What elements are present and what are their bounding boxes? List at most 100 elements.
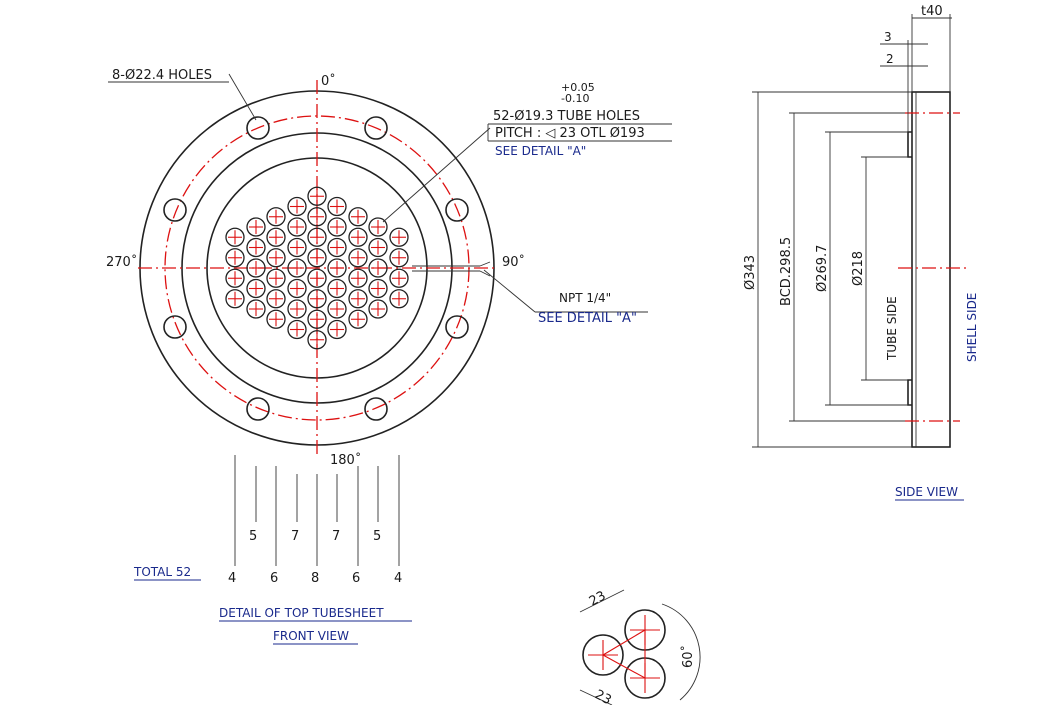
npt-leader bbox=[483, 269, 536, 313]
tube-hole bbox=[368, 217, 388, 237]
tube-hole bbox=[348, 227, 368, 247]
shoulder-step bbox=[907, 379, 912, 406]
tube-hole bbox=[307, 309, 327, 329]
tube-hole bbox=[287, 196, 307, 217]
bolt-holes-leader bbox=[228, 73, 257, 121]
tube-hole bbox=[287, 258, 307, 278]
row-count-4: 7 bbox=[291, 529, 299, 544]
side-caption: SIDE VIEW bbox=[895, 485, 958, 499]
tube-hole bbox=[266, 227, 286, 247]
tube-hole bbox=[225, 248, 245, 268]
tube-hole bbox=[266, 268, 286, 288]
detail-pitch-bottom: 23 bbox=[592, 687, 614, 705]
tube-hole bbox=[307, 227, 327, 247]
tube-hole bbox=[348, 207, 368, 227]
detail-pitch-dim-top bbox=[579, 589, 625, 613]
tube-hole bbox=[348, 289, 368, 309]
tube-side-label: TUBE SIDE bbox=[885, 296, 899, 361]
tube-hole bbox=[225, 289, 245, 309]
angle-bottom-label: 180˚ bbox=[330, 452, 361, 468]
bolt-hole bbox=[246, 397, 270, 421]
front-caption-view: FRONT VIEW bbox=[273, 629, 349, 643]
npt-port-line bbox=[479, 270, 491, 277]
tube-hole bbox=[307, 207, 327, 227]
dim-3-label: 3 bbox=[884, 30, 892, 44]
tube-hole bbox=[327, 278, 347, 299]
angle-top-label: 0˚ bbox=[321, 73, 336, 89]
detail-pitch-triangle bbox=[602, 629, 646, 679]
detail-pitch-top: 23 bbox=[587, 589, 609, 610]
npt-see-detail-label: SEE DETAIL "A" bbox=[538, 311, 637, 326]
tube-hole bbox=[389, 227, 409, 247]
tube-hole bbox=[348, 268, 368, 288]
tube-hole bbox=[327, 319, 347, 340]
front-caption-title: DETAIL OF TOP TUBESHEET bbox=[219, 606, 384, 620]
tube-hole bbox=[327, 196, 347, 217]
bolt-hole bbox=[445, 315, 469, 339]
detail-angle: 60˚ bbox=[680, 645, 696, 668]
shoulder-step bbox=[907, 131, 912, 158]
side-view: t40 3 2 Ø343 BCD.298.5 Ø269.7 Ø218 TUBE … bbox=[743, 4, 979, 501]
total-label: TOTAL 52 bbox=[133, 565, 191, 579]
dia218-label: Ø218 bbox=[851, 251, 866, 286]
detail-angle-arc bbox=[661, 603, 701, 701]
tube-hole bbox=[368, 237, 388, 258]
row-count-7: 6 bbox=[352, 571, 360, 586]
tube-hole bbox=[266, 248, 286, 268]
tube-hole bbox=[225, 268, 245, 288]
bcd-label: BCD.298.5 bbox=[779, 237, 794, 306]
tube-hole bbox=[287, 278, 307, 299]
tube-hole bbox=[368, 299, 388, 319]
npt-port-line bbox=[479, 261, 491, 267]
row-count-6: 7 bbox=[332, 529, 340, 544]
bolt-holes-label: 8-Ø22.4 HOLES bbox=[112, 68, 212, 83]
bolt-hole bbox=[246, 116, 270, 140]
row-count-3: 6 bbox=[270, 571, 278, 586]
tube-hole bbox=[266, 207, 286, 227]
tube-hole bbox=[287, 299, 307, 319]
angle-right-label: 90˚ bbox=[502, 254, 525, 270]
tube-hole bbox=[246, 237, 266, 258]
tube-hole bbox=[287, 319, 307, 340]
tube-holes bbox=[225, 186, 409, 350]
t40-label: t40 bbox=[921, 4, 943, 19]
row-count-5: 8 bbox=[311, 571, 319, 586]
tube-hole bbox=[389, 248, 409, 268]
tube-hole bbox=[327, 299, 347, 319]
bolt-hole bbox=[163, 315, 187, 339]
tube-hole bbox=[389, 289, 409, 309]
tube-hole bbox=[327, 217, 347, 237]
row-extension-lines bbox=[234, 455, 400, 566]
tube-hole bbox=[327, 258, 347, 278]
row-count-2: 5 bbox=[249, 529, 257, 544]
detail-pitch-dim-bottom bbox=[579, 689, 613, 705]
tube-hole bbox=[266, 289, 286, 309]
tube-hole bbox=[368, 278, 388, 299]
bolt-hole bbox=[163, 198, 187, 222]
tube-hole bbox=[348, 248, 368, 268]
npt-label: NPT 1/4" bbox=[559, 291, 611, 305]
tube-hole bbox=[307, 248, 327, 268]
see-detail-label: SEE DETAIL "A" bbox=[495, 144, 586, 158]
bolt-hole bbox=[445, 198, 469, 222]
pitch-label: PITCH : ◁ 23 OTL Ø193 bbox=[495, 126, 645, 141]
tube-hole bbox=[307, 330, 327, 350]
tube-hole bbox=[368, 258, 388, 278]
shell-side-label: SHELL SIDE bbox=[965, 293, 979, 362]
angle-left-label: 270˚ bbox=[106, 254, 137, 270]
tube-hole bbox=[266, 309, 286, 329]
tube-holes-label: 52-Ø19.3 TUBE HOLES bbox=[493, 109, 640, 124]
tube-hole bbox=[287, 237, 307, 258]
tube-hole bbox=[348, 309, 368, 329]
tube-hole bbox=[307, 186, 327, 206]
tube-holes-leader bbox=[382, 127, 491, 223]
tolerance-plus: +0.05 bbox=[561, 81, 595, 94]
bolt-holes bbox=[163, 116, 469, 421]
tube-hole bbox=[225, 227, 245, 247]
dia269-label: Ø269.7 bbox=[815, 245, 830, 292]
tube-hole bbox=[246, 217, 266, 237]
front-view: 8-Ø22.4 HOLES 0˚ 270˚ 90˚ 180˚ +0.05 -0.… bbox=[106, 68, 672, 645]
tube-hole bbox=[246, 258, 266, 278]
dia343-label: Ø343 bbox=[743, 255, 758, 290]
